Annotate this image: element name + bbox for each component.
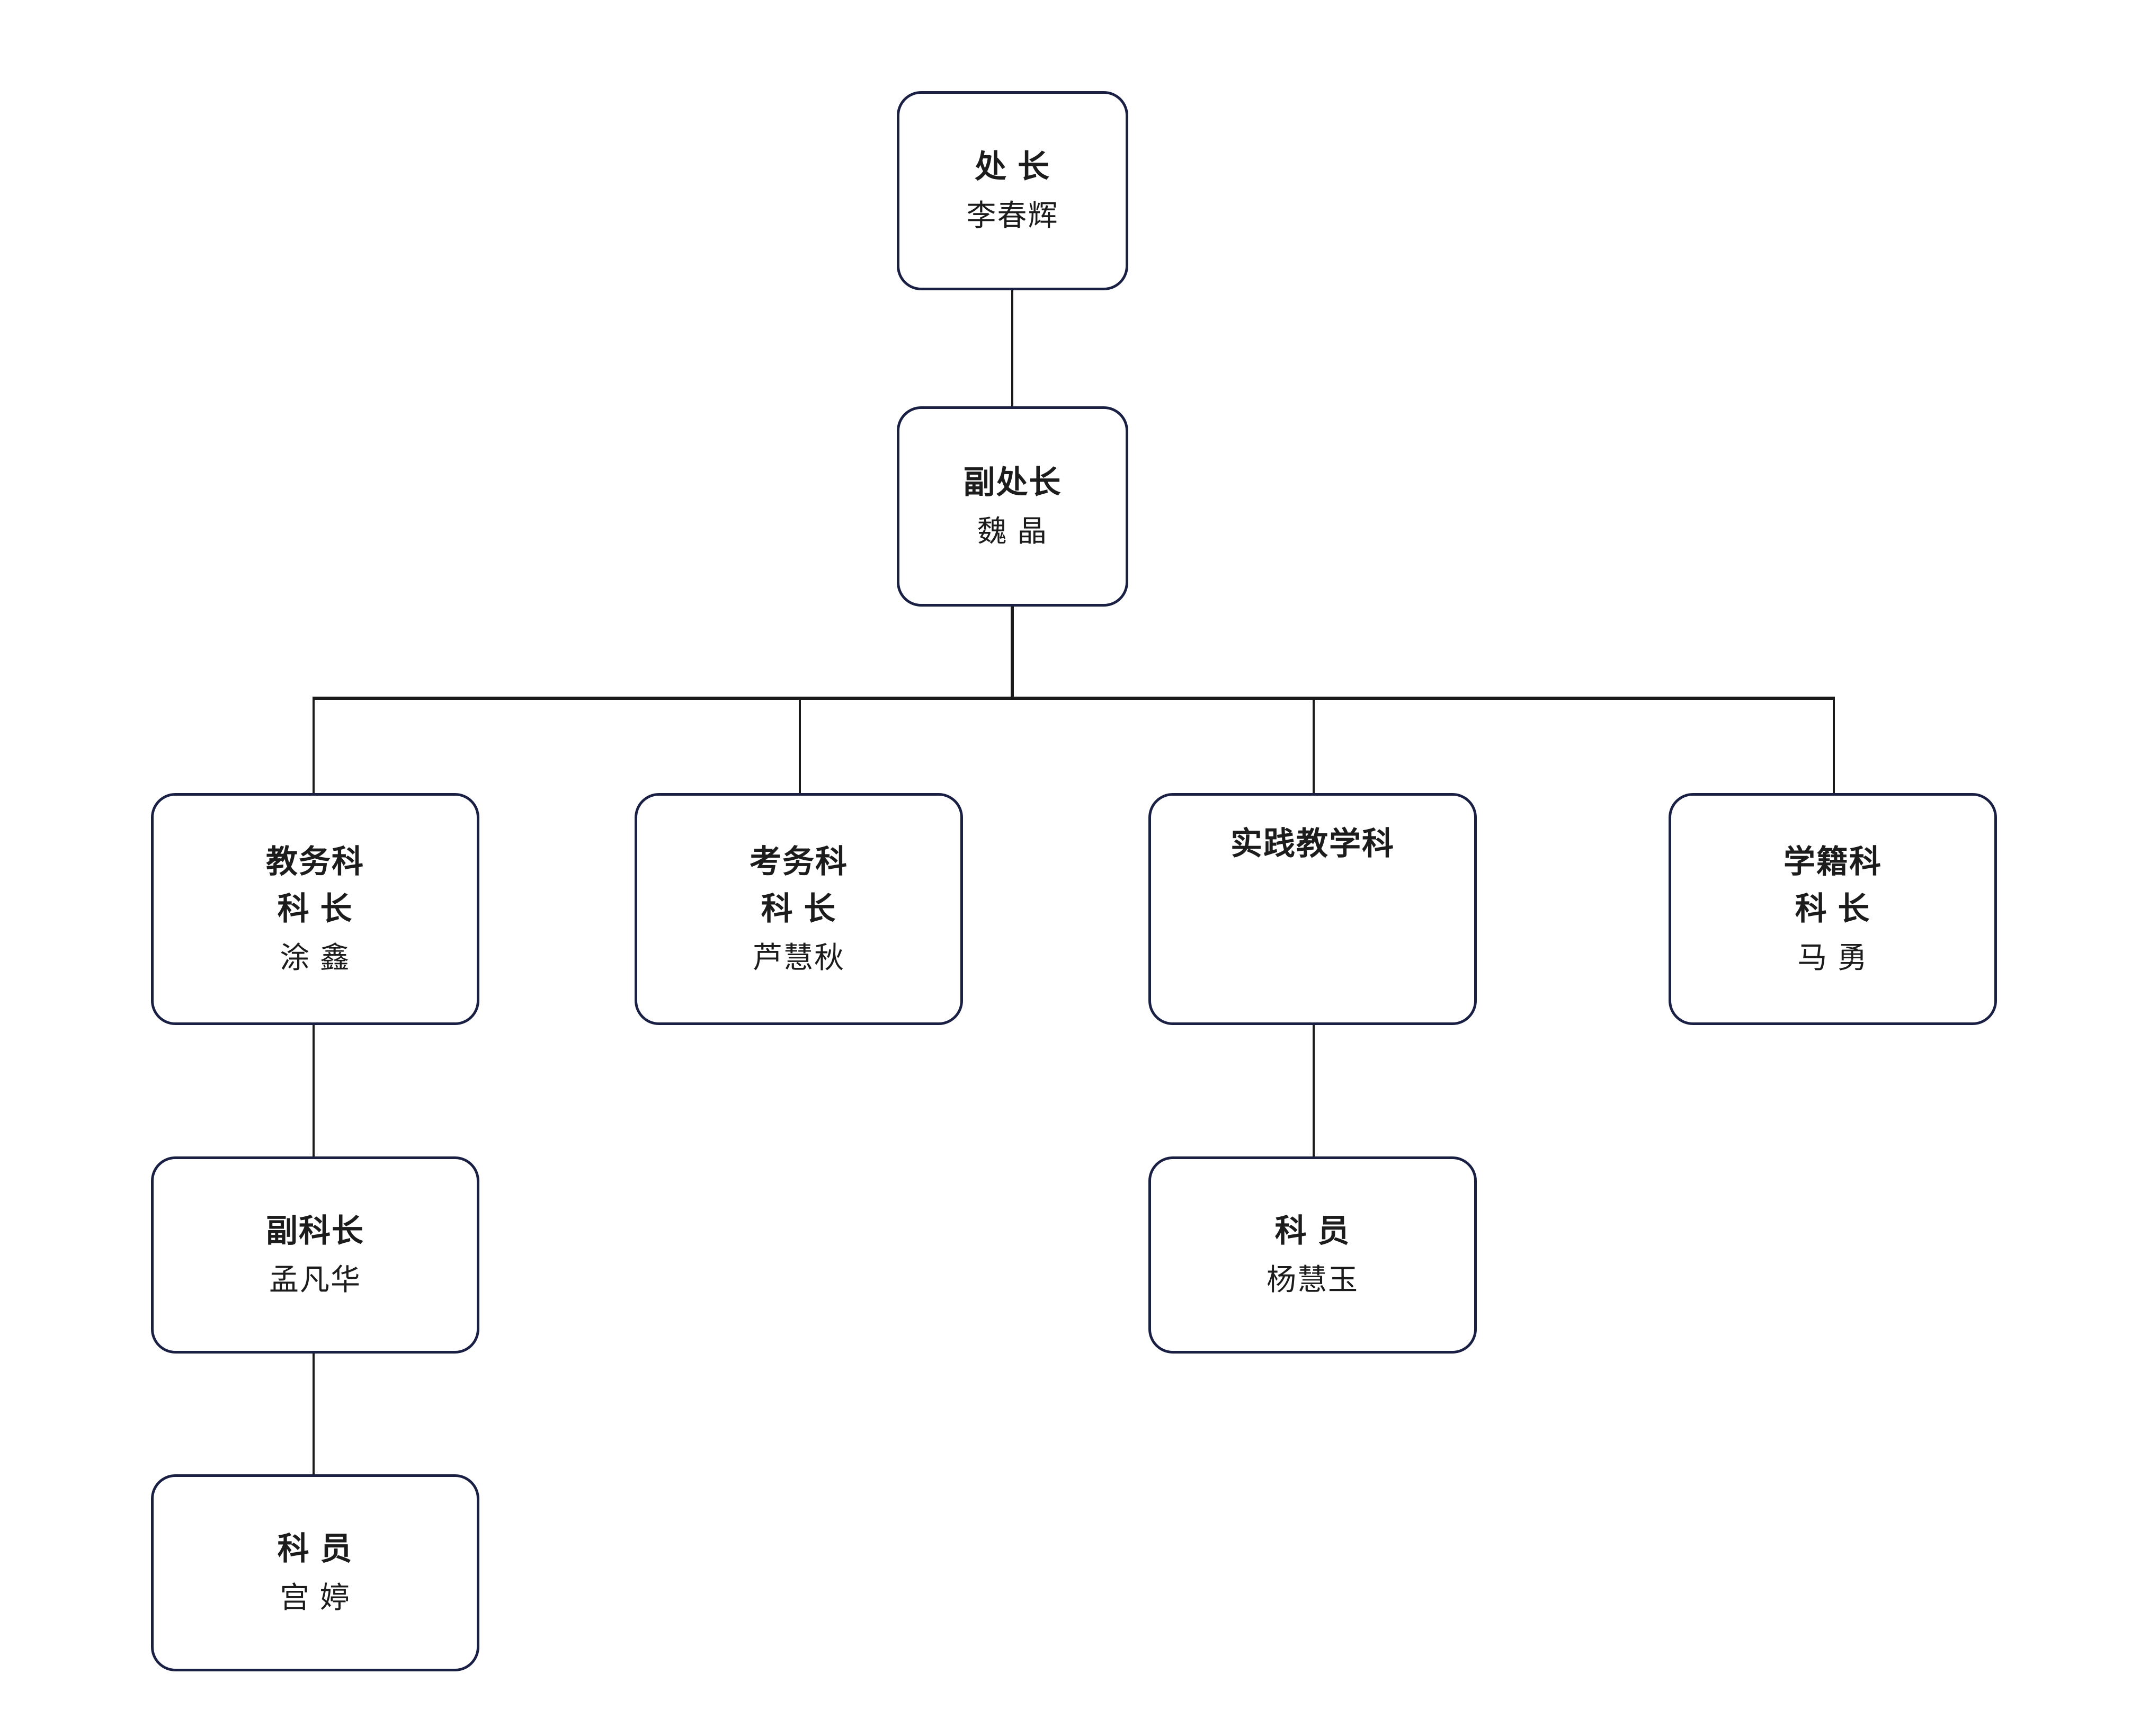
connector-bus-to-academic-affairs — [313, 697, 315, 793]
academic-affairs-title: 科 长 — [277, 891, 353, 927]
academic-affairs-department: 教务科 — [266, 843, 364, 879]
connector-bus-to-student-status — [1833, 697, 1835, 793]
director-title: 处 长 — [975, 149, 1050, 185]
director-name: 李春辉 — [966, 199, 1059, 233]
deputy-section-chief-title: 副科长 — [266, 1213, 364, 1249]
connector-bus-to-exam-affairs — [799, 697, 801, 793]
node-deputy-director[interactable]: 副处长 魏 晶 — [897, 406, 1128, 607]
deputy-director-title: 副处长 — [963, 465, 1062, 501]
student-status-department: 学籍科 — [1784, 843, 1882, 879]
connector-bus-to-practical-teaching — [1313, 697, 1315, 793]
node-clerk-practical[interactable]: 科 员 杨慧玉 — [1148, 1156, 1477, 1354]
student-status-title: 科 长 — [1795, 891, 1871, 927]
connector-deputy-chief-to-clerk — [313, 1354, 315, 1474]
deputy-director-name: 魏 晶 — [977, 514, 1048, 548]
node-practical-teaching-section[interactable]: 实践教学科 — [1148, 793, 1477, 1025]
exam-affairs-department: 考务科 — [750, 843, 848, 879]
connector-horizontal-bus — [313, 697, 1835, 700]
clerk-academic-name: 宫 婷 — [280, 1581, 351, 1615]
exam-affairs-title: 科 长 — [761, 891, 837, 927]
node-deputy-section-chief[interactable]: 副科长 孟凡华 — [151, 1156, 479, 1354]
clerk-practical-name: 杨慧玉 — [1267, 1263, 1359, 1297]
practical-teaching-department: 实践教学科 — [1230, 826, 1395, 861]
clerk-academic-title: 科 员 — [277, 1531, 353, 1567]
exam-affairs-name: 芦慧秋 — [753, 941, 845, 975]
node-exam-affairs-section[interactable]: 考务科 科 长 芦慧秋 — [635, 793, 963, 1025]
clerk-practical-title: 科 员 — [1274, 1213, 1351, 1249]
node-clerk-academic[interactable]: 科 员 宫 婷 — [151, 1474, 479, 1671]
connector-deputy-stem — [1011, 607, 1014, 699]
academic-affairs-name: 涂 鑫 — [280, 941, 351, 975]
node-academic-affairs-section[interactable]: 教务科 科 长 涂 鑫 — [151, 793, 479, 1025]
node-director[interactable]: 处 长 李春辉 — [897, 91, 1128, 290]
connector-practical-to-clerk — [1313, 1025, 1315, 1156]
student-status-name: 马 勇 — [1797, 941, 1868, 975]
node-student-status-section[interactable]: 学籍科 科 长 马 勇 — [1669, 793, 1997, 1025]
connector-academic-to-deputy-chief — [313, 1025, 315, 1156]
deputy-section-chief-name: 孟凡华 — [269, 1263, 361, 1297]
connector-director-to-deputy — [1011, 290, 1013, 406]
